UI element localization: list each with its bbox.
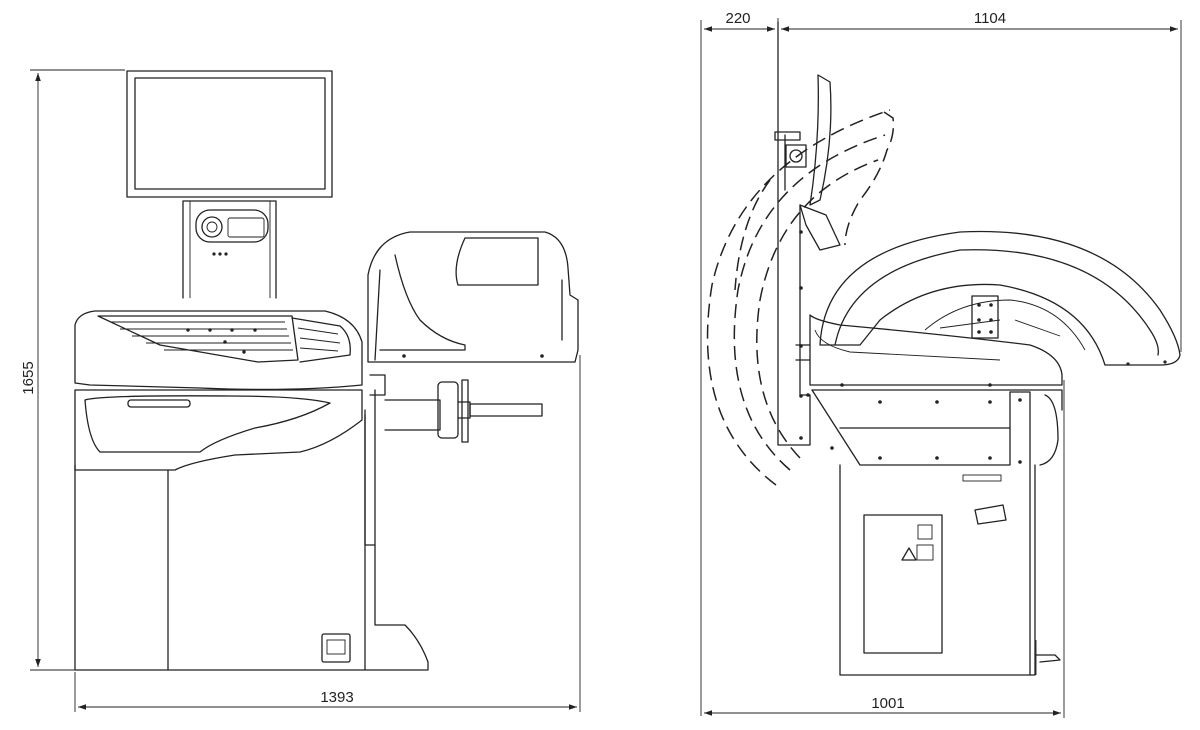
front-view: 1655 1393 [20, 69, 581, 712]
monitor [126, 70, 333, 198]
front-height-label: 1655 [20, 361, 37, 394]
side-overhang-label: 220 [725, 10, 750, 27]
dimension-front-height: 1655 [20, 69, 125, 671]
side-view: 220 1104 1001 [700, 10, 1182, 718]
wheel-guard-side [819, 230, 1181, 366]
dimension-side-depth: 1001 [704, 380, 1065, 718]
cabinet [74, 389, 429, 671]
side-cabinet [806, 383, 1063, 676]
side-top-shelf [795, 314, 1063, 386]
front-panel [74, 389, 363, 471]
top-tray [74, 310, 363, 391]
monitor-stand [182, 200, 277, 299]
shaft-assembly [369, 374, 543, 443]
side-depth-label: 1001 [871, 695, 904, 712]
front-width-label: 1393 [320, 689, 353, 706]
side-hood-depth-label: 1104 [974, 10, 1006, 27]
dimension-side-top: 220 1104 [700, 10, 1182, 716]
dimension-front-width: 1393 [74, 355, 581, 712]
hood-swing-path [706, 109, 895, 486]
wheel-guard-front [367, 231, 579, 363]
